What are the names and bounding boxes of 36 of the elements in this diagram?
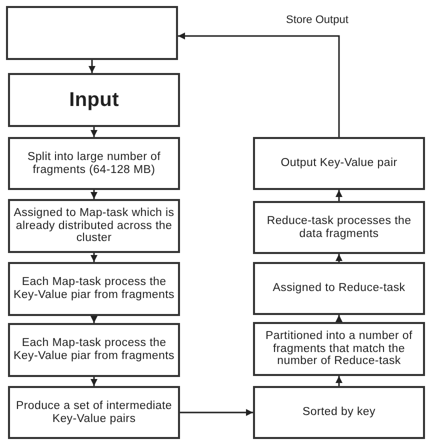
storage-box — [8, 73, 180, 127]
process-box — [253, 262, 425, 315]
step-text: Sorted by key — [302, 406, 376, 419]
step-text: Partitioned into a number of fragments that match the number of Reduce-task — [264, 330, 414, 368]
arrow — [336, 254, 342, 262]
process-box — [8, 262, 180, 316]
arrow — [178, 32, 340, 137]
arrow — [90, 253, 98, 262]
edge-label: Store Output — [284, 14, 350, 26]
step-text: Split into large number of fragments (64-128 MB) — [26, 150, 162, 176]
arrow — [88, 60, 96, 73]
storage-box — [6, 6, 178, 60]
step-text: Each Map-task process the Key-Value piar from fragments — [13, 337, 175, 363]
process-box — [8, 386, 180, 439]
arrow — [336, 376, 342, 386]
arrow — [336, 315, 342, 322]
process-box — [253, 386, 425, 439]
step-text: Produce a set of intermediate Key-Value pairs — [14, 400, 174, 426]
process-box — [253, 137, 425, 190]
step-text: Assigned to Map-task which is already distributed across the cluster — [13, 206, 175, 246]
process-box — [253, 201, 425, 254]
step-text: Output Key-Value pair — [280, 157, 398, 170]
arrow — [90, 127, 98, 137]
arrow — [180, 409, 253, 416]
step-text: Assigned to Reduce-task — [272, 282, 406, 295]
arrow — [90, 316, 98, 323]
process-box — [8, 199, 180, 253]
process-box — [8, 137, 180, 190]
arrow — [90, 190, 98, 199]
step-text: Each Map-task process the Key-Value piar from fragments — [13, 276, 175, 302]
step-text: Input — [69, 88, 119, 112]
process-box — [253, 322, 425, 376]
process-box — [8, 323, 180, 377]
arrow — [336, 190, 342, 201]
arrow — [90, 377, 98, 386]
step-text: Reduce-task processes the data fragments — [266, 214, 412, 240]
